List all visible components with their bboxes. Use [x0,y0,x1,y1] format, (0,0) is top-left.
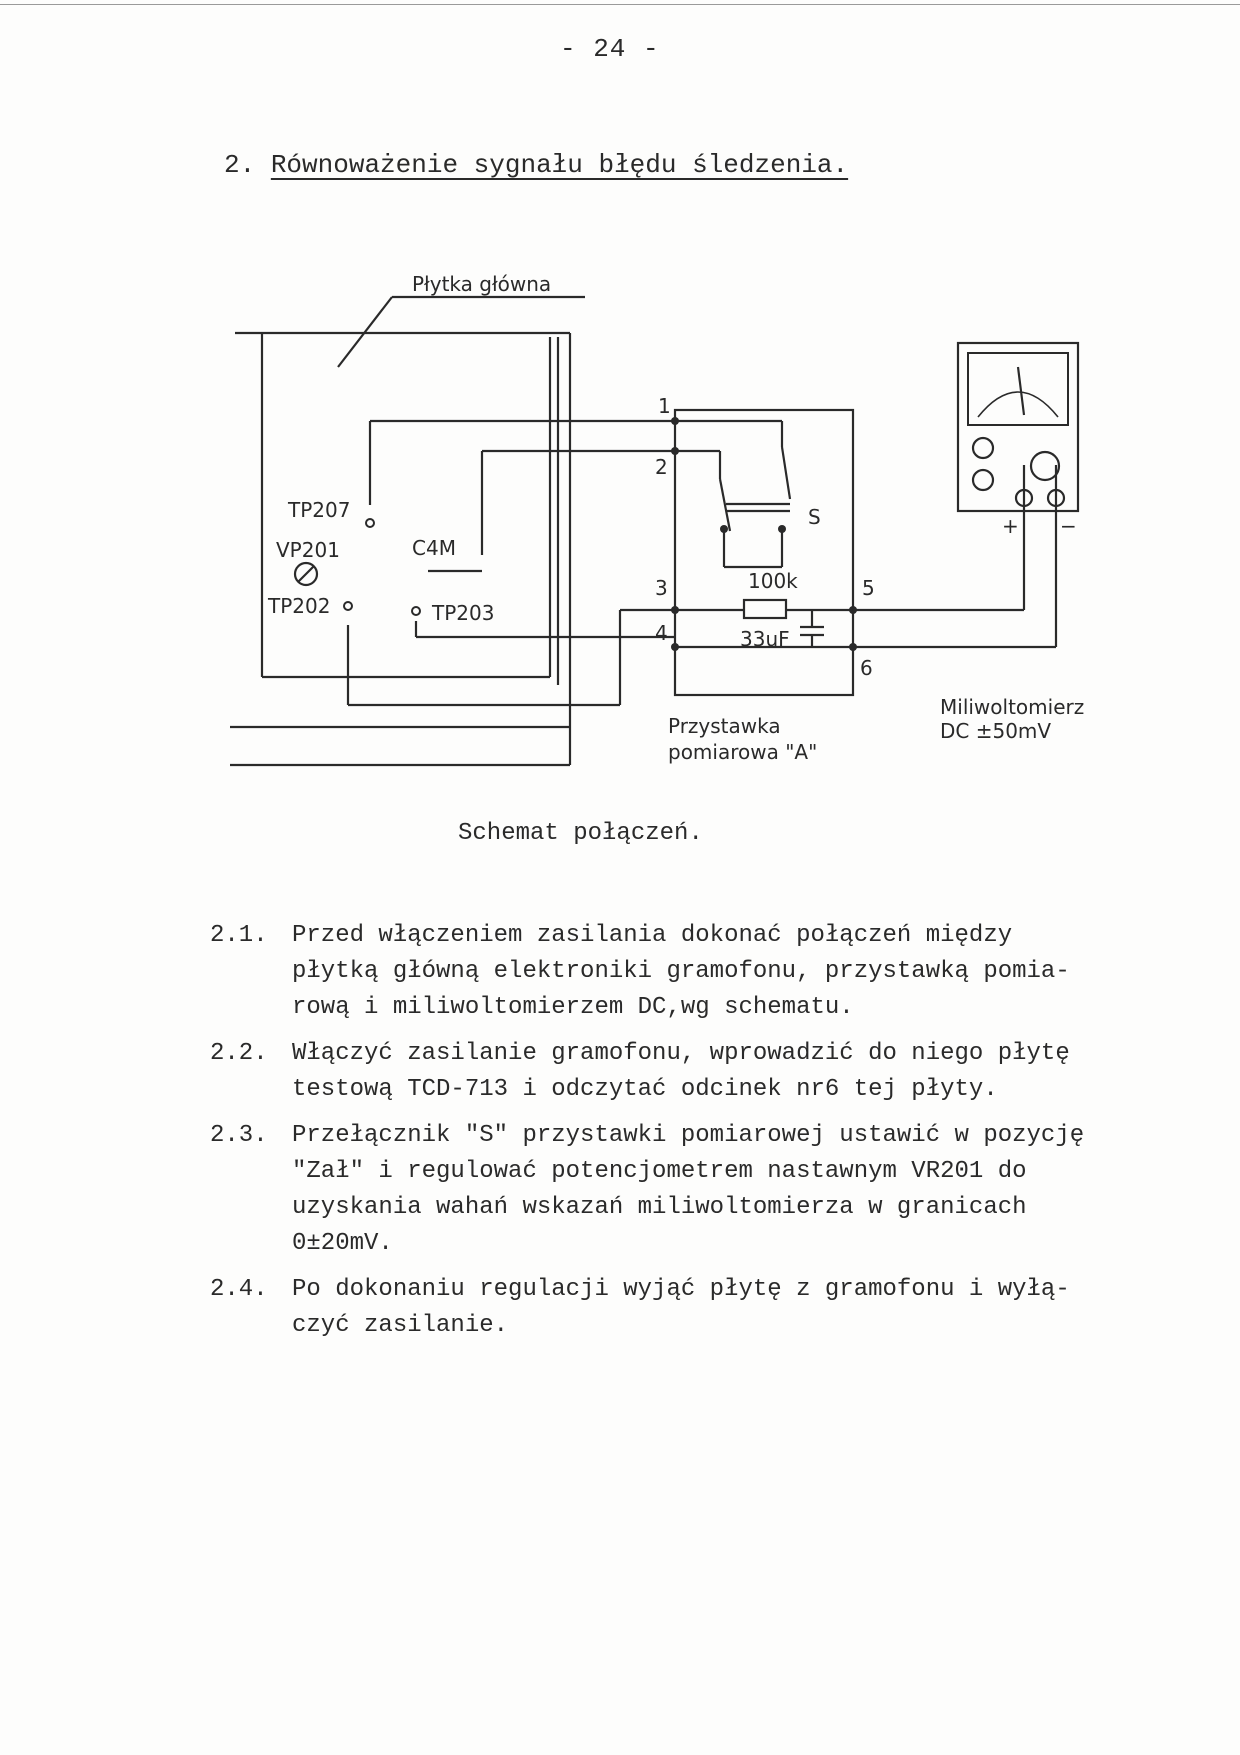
tp202-point [343,601,353,611]
step-item: 2.1. Przed włączeniem zasilania dokonać … [210,918,1140,1026]
step-item: 2.2. Włączyć zasilanie gramofonu, wprowa… [210,1036,1140,1108]
meter-label-line1: Miliwoltomierz [940,695,1084,719]
page-number: - 24 - [560,34,660,64]
section-title: Równoważenie sygnału błędu śledzenia. [270,150,849,180]
diagram-caption: Schemat połączeń. [458,820,703,847]
potentiometer-icon [293,561,319,587]
step-item: 2.3. Przełącznik "S" przystawki pomiarow… [210,1118,1140,1262]
page-top-rule [0,4,1240,5]
resistor-label: 100k [748,569,798,593]
meter-label-line2: DC ±50mV [940,719,1051,743]
step-number: 2.2. [210,1040,268,1067]
tp203-point [411,606,421,616]
node-6-label: 6 [860,656,873,680]
node-1-label: 1 [658,394,671,418]
measuring-adapter: S 100k 33uF 1 2 3 4 5 6 Przystawka pomia… [655,394,875,764]
main-board: Płytka główna [230,272,585,767]
section-heading: 2. Równoważenie sygnału błędu śledzenia. [224,150,848,180]
step-text: Przed włączeniem zasilania dokonać połąc… [292,922,1070,1021]
vp201-label: VP201 [276,538,340,562]
board-components: TP207 VP201 TP202 C4M TP203 [267,498,494,625]
adapter-label-line1: Przystawka [668,714,781,738]
node-5-label: 5 [862,576,875,600]
step-number: 2.4. [210,1276,268,1303]
steps-list: 2.1. Przed włączeniem zasilania dokonać … [210,918,1140,1354]
tp207-point [365,518,375,528]
section-number: 2. [224,150,256,180]
resistor-icon [742,598,788,620]
node-3-label: 3 [655,576,668,600]
node-2-label: 2 [655,455,668,479]
c4m-label: C4M [412,536,456,560]
millivoltmeter-icon: + − [956,341,1080,538]
tp202-label: TP202 [267,594,330,618]
step-text: Po dokonaniu regulacji wyjąć płytę z gra… [292,1276,1070,1339]
tp207-label: TP207 [287,498,350,522]
step-number: 2.1. [210,922,268,949]
plus-label: + [1002,514,1019,538]
node-4-label: 4 [655,621,668,645]
adapter-label-line2: pomiarowa "A" [668,740,817,764]
minus-label: − [1060,514,1077,538]
tp203-label: TP203 [431,601,494,625]
step-text: Włączyć zasilanie gramofonu, wprowadzić … [292,1040,1070,1103]
board-label: Płytka główna [412,272,551,296]
connection-wires [346,419,675,707]
step-text: Przełącznik "S" przystawki pomiarowej us… [292,1122,1085,1257]
capacitor-label: 33uF [740,627,790,651]
switch-label: S [808,505,821,529]
step-number: 2.3. [210,1122,268,1149]
capacitor-icon [800,610,824,647]
meter-wires [853,465,1058,649]
step-item: 2.4. Po dokonaniu regulacji wyjąć płytę … [210,1272,1140,1344]
connection-diagram: Płytka główna TP207 VP201 TP202 C4M TP20… [230,272,1084,767]
